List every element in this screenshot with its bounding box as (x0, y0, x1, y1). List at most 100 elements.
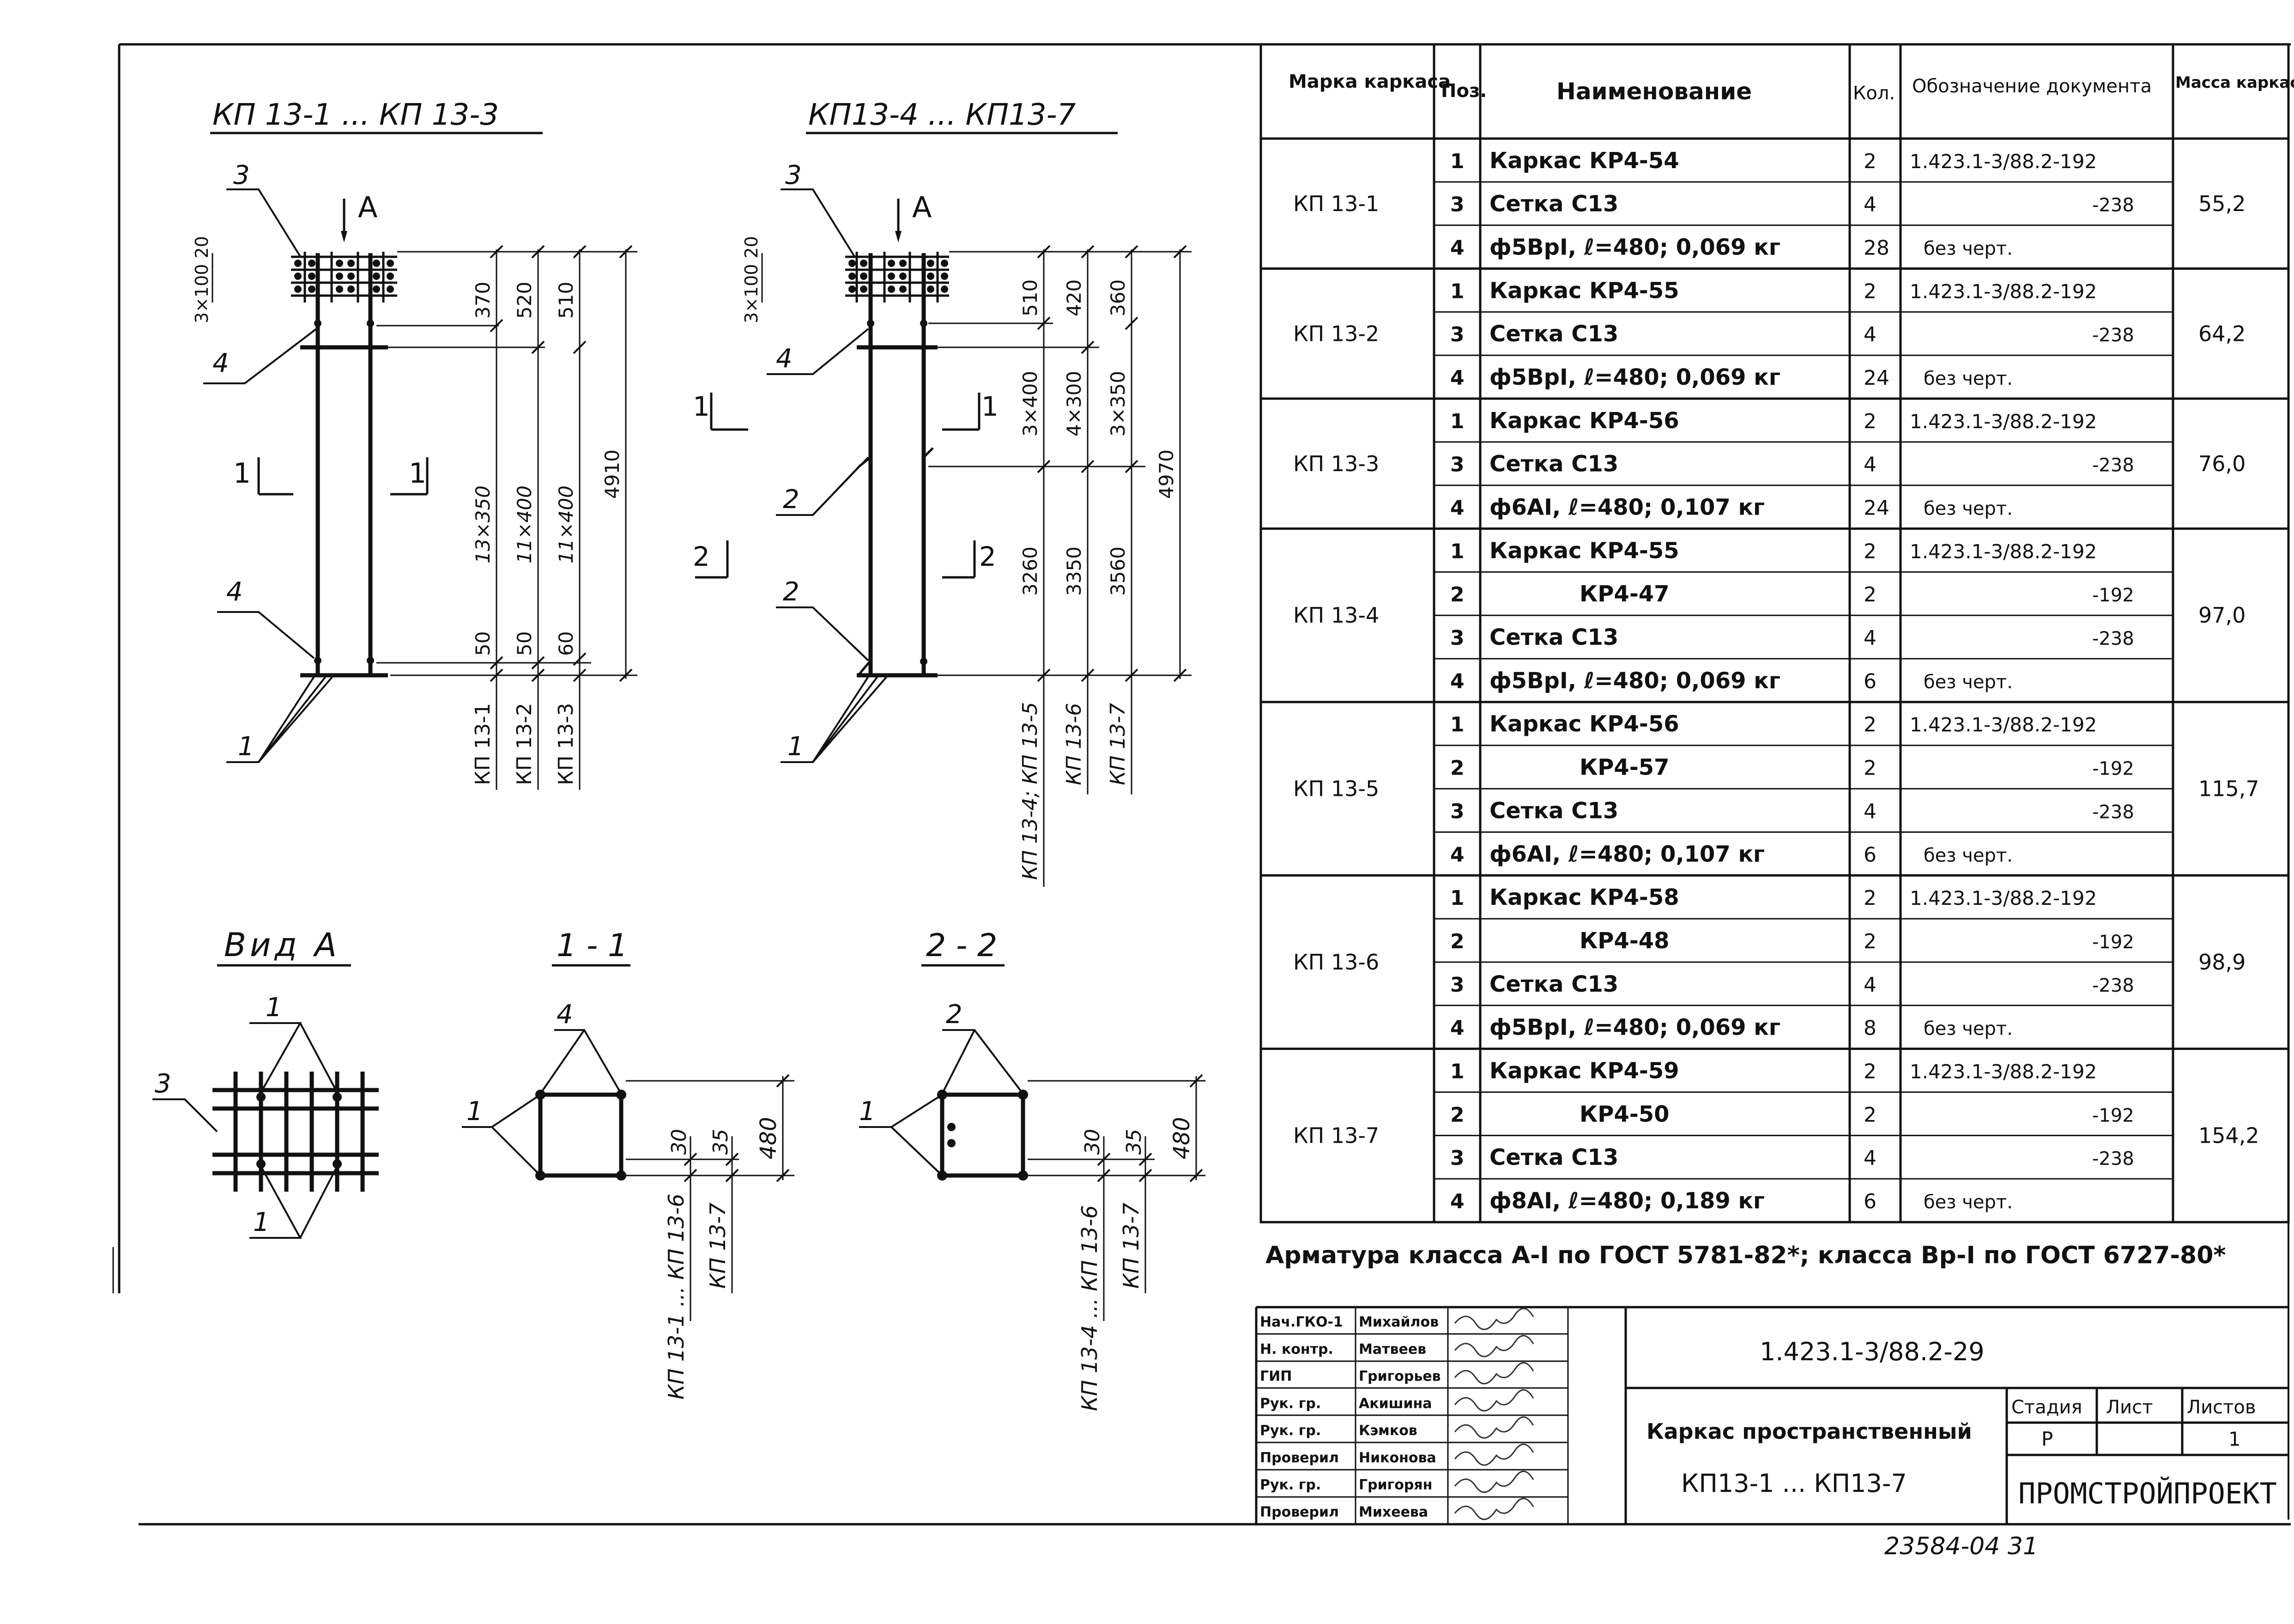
right-section-a-mark: А (912, 190, 932, 224)
spec-row-doc: без черт. (1924, 498, 2013, 520)
spec-row-pos: 1 (1450, 886, 1465, 910)
signature-mark (1454, 1416, 1534, 1439)
staff-name: Михайлов (1359, 1314, 1439, 1330)
spec-row-doc: без черт. (1924, 1192, 2013, 1213)
left-dim-c-label: КП 13-3 (554, 703, 578, 785)
spec-row-name: ф6АI, ℓ=480; 0,107 кг (1489, 841, 1765, 867)
spec-row-doc: -238 (2092, 975, 2134, 996)
spec-group-mass: 64,2 (2198, 321, 2246, 346)
spec-row-name: Каркас КР4-58 (1489, 885, 1679, 910)
spec-row-name: Сетка С13 (1489, 971, 1618, 997)
left-dim-a-label: КП 13-1 (471, 703, 495, 785)
section-1-1-label-a: КП 13-1 ... КП 13-6 (664, 1194, 689, 1400)
section-2-2-dim-480: 480 (1169, 1117, 1195, 1159)
right-dim-c-top: 360 (1107, 279, 1129, 316)
staff-name: Григорян (1359, 1477, 1432, 1493)
spec-row-pos: 4 (1450, 843, 1465, 867)
left-cut-1b-label: 1 (409, 457, 426, 490)
spec-row-qty: 4 (1864, 1146, 1876, 1170)
spec-row-name: Каркас КР4-54 (1489, 148, 1679, 174)
section-1-1-callout-1: 1 (466, 1097, 483, 1127)
spec-group-mass: 76,0 (2198, 451, 2246, 476)
spec-row-doc: -238 (2092, 325, 2134, 346)
inventory-number: 23584-04 31 (1884, 1533, 2038, 1560)
section-1-1: 1 - 1 4 1 30 35 480 КП 13-1 ... КП 13-6 (462, 927, 794, 1400)
spec-row-doc: 1.423.1-3/88.2-192 (1910, 887, 2097, 909)
spec-group-mass: 115,7 (2198, 776, 2259, 801)
spec-row-pos: 3 (1450, 453, 1465, 477)
spec-group-mark: КП 13-5 (1293, 776, 1379, 801)
section-2-2-title: 2 - 2 (926, 927, 997, 964)
organization-name: ПРОМСТРОЙПРОЕКТ (2018, 1477, 2277, 1510)
staff-role: Проверил (1260, 1450, 1339, 1466)
stage-label: Стадия (2011, 1397, 2082, 1418)
right-dim-b-label: КП 13-6 (1062, 703, 1086, 785)
spec-row-qty: 28 (1864, 236, 1889, 260)
staff-role: Рук. гр. (1260, 1477, 1321, 1493)
reinforcement-note: Арматура класса А-I по ГОСТ 5781-82*; кл… (1265, 1242, 2226, 1269)
spec-row-qty: 4 (1864, 973, 1876, 997)
spec-group-mass: 98,9 (2198, 950, 2246, 975)
left-elevation: КП 13-1 ... КП 13-3 А (192, 98, 637, 790)
spec-row-name: Каркас КР4-56 (1489, 408, 1679, 434)
right-elevation: КП13-4 ... КП13-7 (693, 98, 1192, 887)
spec-row-qty: 4 (1864, 800, 1876, 823)
spec-group-mark: КП 13-3 (1293, 451, 1379, 476)
signature-mark (1454, 1308, 1534, 1330)
right-dim-c-bottom: 3560 (1107, 546, 1129, 596)
spec-row-pos: 1 (1450, 539, 1465, 563)
doc-code: 1.423.1-3/88.2-29 (1760, 1337, 1985, 1366)
spec-group-mark: КП 13-2 (1293, 321, 1379, 346)
spec-row-name: КР4-47 (1580, 581, 1670, 607)
header-qty: Кол. (1853, 83, 1895, 104)
section-2-2-callout-2: 2 (946, 1000, 962, 1030)
right-top-spacing: 3×100 20 (741, 236, 762, 323)
header-doc: Обозначение документа (1912, 76, 2152, 97)
spec-row-doc: -238 (2092, 455, 2134, 476)
section-1-1-title: 1 - 1 (557, 927, 628, 964)
spec-row-name: КР4-50 (1580, 1101, 1670, 1127)
spec-row-qty: 2 (1864, 886, 1876, 910)
header-mark-text: Марка каркаса (1289, 71, 1451, 92)
signature-mark (1454, 1443, 1534, 1466)
spec-row-name: ф5ВрI, ℓ=480; 0,069 кг (1489, 364, 1780, 390)
spec-row-doc: 1.423.1-3/88.2-192 (1910, 714, 2097, 736)
left-dim-b-label: КП 13-2 (513, 703, 536, 785)
spec-row-doc: 1.423.1-3/88.2-192 (1910, 410, 2097, 433)
signature-mark (1454, 1497, 1534, 1520)
spec-row-qty: 2 (1864, 583, 1876, 606)
header-name: Наименование (1556, 78, 1752, 105)
sheets-value: 1 (2228, 1428, 2241, 1450)
right-dim-b-mid: 4×300 (1063, 371, 1085, 436)
spec-row-name: КР4-57 (1580, 755, 1670, 781)
staff-name: Акишина (1359, 1395, 1432, 1412)
staff-name: Михеева (1359, 1504, 1428, 1520)
spec-row-pos: 2 (1450, 757, 1465, 780)
spec-row-pos: 4 (1450, 366, 1465, 390)
spec-row-pos: 3 (1450, 323, 1465, 346)
spec-row-doc: -238 (2092, 801, 2134, 823)
right-dim-c-label: КП 13-7 (1106, 703, 1130, 785)
spec-row-qty: 2 (1864, 410, 1876, 433)
left-dim-c-bottom: 60 (555, 631, 577, 656)
spec-row-name: Сетка С13 (1489, 451, 1618, 477)
section-1-1-callout-4: 4 (557, 1000, 573, 1030)
spec-row-name: ф5ВрI, ℓ=480; 0,069 кг (1489, 234, 1780, 260)
spec-group-mark: КП 13-1 (1293, 191, 1379, 216)
left-dim-c-top: 510 (555, 282, 577, 319)
title-line-1: Каркас пространственный (1646, 1419, 1972, 1444)
spec-group-mass: 97,0 (2198, 603, 2246, 628)
spec-row-qty: 6 (1864, 670, 1876, 693)
spec-row-name: Каркас КР4-56 (1489, 711, 1679, 737)
section-2-2: 2 - 2 2 1 30 35 480 КП 13-4 ... КП 13-6 (859, 927, 1205, 1411)
spec-row-qty: 6 (1864, 1190, 1876, 1213)
spec-row-pos: 1 (1450, 713, 1465, 737)
view-a-callout-3: 3 (155, 1069, 171, 1099)
left-dim-b-mid: 11×400 (513, 485, 536, 564)
spec-row-name: Сетка С13 (1489, 191, 1618, 217)
spec-row-pos: 3 (1450, 973, 1465, 997)
staff-name: Кэмков (1359, 1423, 1417, 1439)
spec-row-qty: 2 (1864, 713, 1876, 737)
right-dim-a-mid: 3×400 (1019, 371, 1041, 436)
